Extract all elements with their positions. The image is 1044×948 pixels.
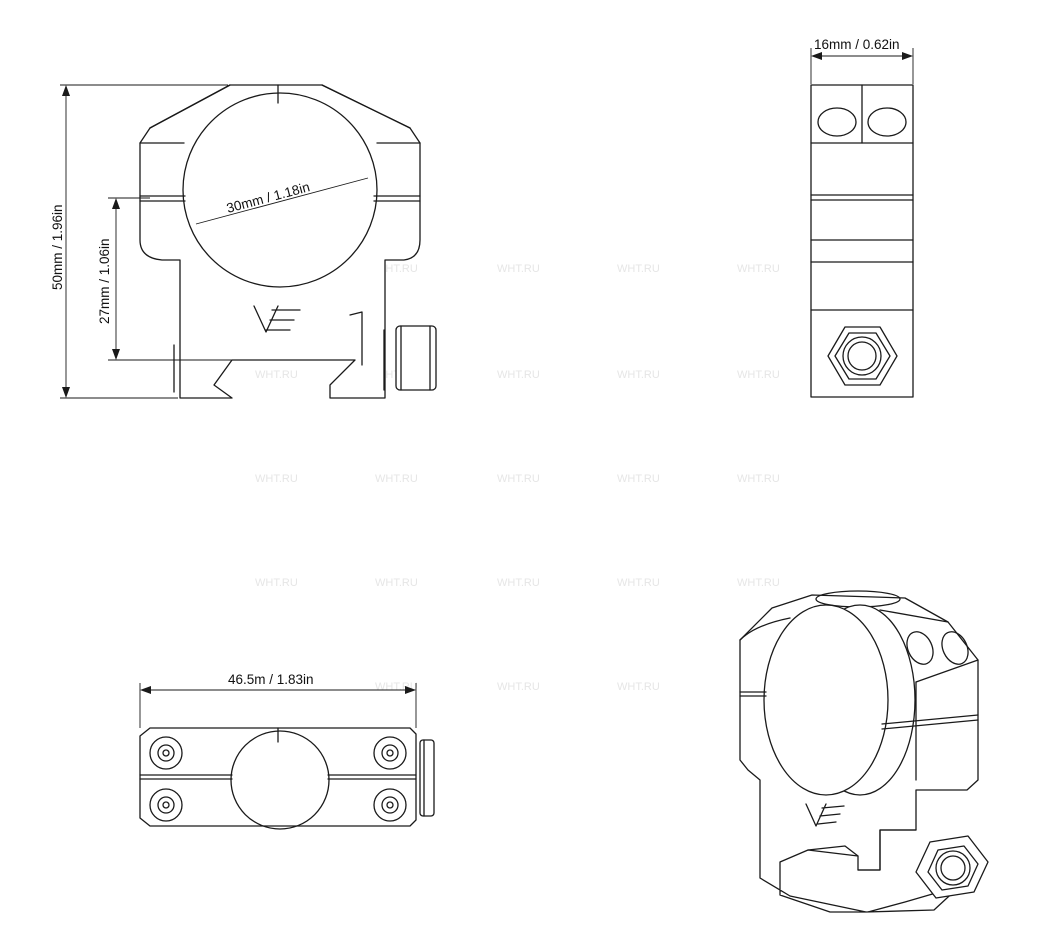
- watermark: WHT.RU: [737, 369, 780, 381]
- screw-head-icon: [373, 788, 407, 822]
- watermark-grid: WHT.RU WHT.RU WHT.RU WHT.RU WHT.RU WHT.R…: [255, 263, 780, 693]
- screw-head-icon: [373, 736, 407, 770]
- length-label: 46.5m / 1.83in: [228, 672, 314, 687]
- iso-top-back-edge: [879, 609, 949, 623]
- screw-socket: [381, 796, 399, 814]
- ring-diameter-line: [195, 177, 369, 225]
- screw-center: [162, 801, 170, 809]
- watermark: WHT.RU: [737, 473, 780, 485]
- side-view: [810, 84, 914, 398]
- watermark: WHT.RU: [617, 681, 660, 693]
- iso-bolt-head: [940, 855, 966, 881]
- front-bevel: [149, 84, 231, 129]
- side-bolt-head: [847, 341, 877, 371]
- iso-split-line: [739, 691, 979, 730]
- center-height-label: 27mm / 1.06in: [97, 238, 112, 324]
- watermark: WHT.RU: [375, 263, 418, 275]
- watermark: WHT.RU: [497, 681, 540, 693]
- total-height-label: 50mm / 1.96in: [50, 204, 65, 290]
- side-bolt-ring: [842, 336, 882, 376]
- screw-head-icon: [149, 788, 183, 822]
- screw-center: [386, 801, 394, 809]
- side-hex-nut: [827, 326, 898, 386]
- top-view: [139, 727, 435, 830]
- front-ring-body: [139, 84, 421, 399]
- watermark: WHT.RU: [497, 369, 540, 381]
- brand-logo-icon: [805, 803, 845, 827]
- screw-center: [162, 749, 170, 757]
- watermark: WHT.RU: [617, 473, 660, 485]
- length-dimension: 46.5m / 1.83in: [139, 672, 417, 728]
- width-label: 16mm / 0.62in: [814, 37, 900, 52]
- screw-center: [386, 749, 394, 757]
- side-screw-hole: [867, 107, 907, 137]
- iso-base-groove: [807, 845, 859, 857]
- width-dimension: 16mm / 0.62in: [810, 37, 914, 84]
- watermark: WHT.RU: [617, 263, 660, 275]
- iso-tube-bore-front: [763, 604, 889, 796]
- brand-logo-icon: [253, 305, 301, 333]
- front-split-line: [139, 195, 421, 202]
- front-view: 30mm / 1.18in: [139, 84, 437, 399]
- watermark: WHT.RU: [255, 369, 298, 381]
- front-cross-bolt-nut: [395, 325, 437, 391]
- top-split-line: [139, 774, 417, 780]
- iso-top-right-edge: [915, 659, 979, 683]
- screw-socket: [381, 744, 399, 762]
- watermark: WHT.RU: [255, 577, 298, 589]
- watermark: WHT.RU: [497, 577, 540, 589]
- top-ring-body: [139, 727, 417, 827]
- iso-bolt-ring: [935, 850, 971, 886]
- screw-head-icon: [149, 736, 183, 770]
- iso-top-curve: [739, 617, 791, 641]
- iso-screw-hole: [941, 631, 969, 665]
- screw-socket: [157, 796, 175, 814]
- watermark: WHT.RU: [617, 369, 660, 381]
- watermark: WHT.RU: [497, 263, 540, 275]
- screw-socket: [157, 744, 175, 762]
- watermark: WHT.RU: [617, 577, 660, 589]
- side-screw-hole: [817, 107, 857, 137]
- isometric-view: [739, 590, 989, 913]
- center-height-dimension: 27mm / 1.06in: [97, 197, 232, 361]
- front-bevel: [321, 84, 411, 129]
- top-tube-bore: [230, 730, 330, 830]
- iso-screw-hole: [906, 631, 934, 665]
- front-clamp-jaw: [349, 311, 363, 366]
- watermark: WHT.RU: [497, 473, 540, 485]
- watermark: WHT.RU: [737, 263, 780, 275]
- side-section-lines: [810, 142, 914, 311]
- side-hex-nut-inner: [834, 332, 891, 380]
- total-height-dimension: 50mm / 1.96in: [50, 84, 228, 399]
- watermark: WHT.RU: [255, 473, 298, 485]
- watermark: WHT.RU: [737, 577, 780, 589]
- watermark: WHT.RU: [375, 473, 418, 485]
- iso-clamp-jaw: [857, 829, 917, 871]
- front-tube-bore: [182, 92, 378, 288]
- front-nut-facets: [400, 325, 431, 391]
- top-cross-bolt: [419, 739, 435, 817]
- watermark: WHT.RU: [375, 577, 418, 589]
- iso-hex-nut-inner: [927, 845, 979, 891]
